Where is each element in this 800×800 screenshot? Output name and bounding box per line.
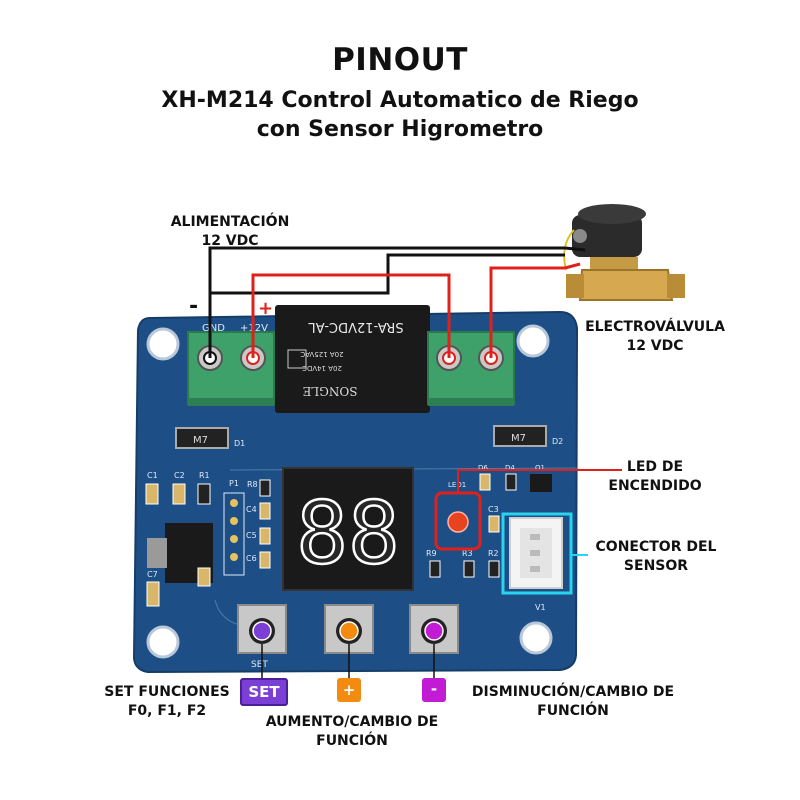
led-label-line2: ENCENDIDO <box>608 478 702 494</box>
relay-spec2: 20A 14VDC <box>302 364 342 372</box>
minus-label-line1: DISMINUCIÓN/CAMBIO DE <box>471 684 675 700</box>
silk-v1: V1 <box>535 603 546 612</box>
sensor-label-line2: SENSOR <box>623 558 689 574</box>
minus-label: DISMINUCIÓN/CAMBIO DE FUNCIÓN <box>458 683 688 721</box>
sensor-label: CONECTOR DEL SENSOR <box>586 538 726 576</box>
diode-d2-label: M7 <box>511 433 526 444</box>
silk-r1: R1 <box>199 471 210 480</box>
power-label-line2: 12 VDC <box>201 233 259 249</box>
silk-r9: R9 <box>426 549 437 558</box>
minus-label-line2: FUNCIÓN <box>537 703 609 719</box>
svg-text:D4: D4 <box>505 464 515 472</box>
relay <box>275 305 430 413</box>
silk-r8: R8 <box>247 480 258 489</box>
valve-label-line1: ELECTROVÁLVULA <box>585 319 725 335</box>
led-label: LED DE ENCENDIDO <box>600 458 710 496</box>
silk-r3: R3 <box>462 549 473 558</box>
valve-label-line2: 12 VDC <box>626 338 684 354</box>
positive-sign: + <box>258 298 273 319</box>
mounting-hole <box>516 324 550 358</box>
svg-text:D6: D6 <box>478 464 488 472</box>
relay-spec1: 20A 125VAC <box>300 350 343 358</box>
minus-badge: - <box>422 678 446 702</box>
mounting-hole <box>146 327 180 361</box>
silk-gnd: GND <box>202 323 225 334</box>
plus-label-line1: AUMENTO/CAMBIO DE <box>265 714 439 730</box>
set-label-line2: F0, F1, F2 <box>127 703 207 719</box>
power-led <box>447 511 469 533</box>
display-digits: 88 <box>296 484 400 584</box>
plus-label-line2: FUNCIÓN <box>316 733 388 749</box>
wire-gnd <box>208 246 565 358</box>
silk-d1: D1 <box>234 439 245 448</box>
valve-label: ELECTROVÁLVULA 12 VDC <box>570 318 740 356</box>
silk-c7: C7 <box>147 570 158 579</box>
minus-pushbutton[interactable] <box>409 604 459 654</box>
plus-label: AUMENTO/CAMBIO DE FUNCIÓN <box>252 713 452 751</box>
negative-sign: - <box>189 294 198 319</box>
plus-badge: + <box>337 678 361 702</box>
set-pushbutton[interactable] <box>237 604 287 654</box>
silk-c1: C1 <box>147 471 158 480</box>
page-subtitle-line1: XH-M214 Control Automatico de Riego <box>161 88 639 113</box>
seven-segment-display <box>282 467 414 591</box>
silk-c5: C5 <box>246 531 257 540</box>
silk-r2: R2 <box>488 549 499 558</box>
silk-c2: C2 <box>174 471 185 480</box>
diode-d1-label: M7 <box>193 435 208 446</box>
diode-d2 <box>493 425 547 447</box>
silk-p1: P1 <box>229 479 239 488</box>
silk-d2: D2 <box>552 437 563 446</box>
silk-c4: C4 <box>246 505 257 514</box>
sensor-highlight-box <box>501 512 573 595</box>
diode-d1 <box>175 427 229 449</box>
power-label-line1: ALIMENTACIÓN <box>170 214 290 230</box>
set-label: SET FUNCIONES F0, F1, F2 <box>96 683 238 721</box>
mounting-hole <box>146 625 180 659</box>
set-badge: SET <box>240 678 288 706</box>
set-label-line1: SET FUNCIONES <box>104 684 230 700</box>
wire-valve-positive <box>489 266 565 358</box>
led-label-line1: LED DE <box>626 459 684 475</box>
page-subtitle-line2: con Sensor Higrometro <box>256 117 544 142</box>
power-label: ALIMENTACIÓN 12 VDC <box>150 213 310 251</box>
page-title: PINOUT <box>332 42 468 78</box>
sensor-label-line1: CONECTOR DEL <box>595 539 717 555</box>
silk-c6: C6 <box>246 554 257 563</box>
mounting-hole <box>519 621 553 655</box>
silk-c3: C3 <box>488 505 499 514</box>
svg-text:Q1: Q1 <box>535 464 545 472</box>
p1-header <box>223 492 245 576</box>
silk-set: SET <box>251 660 268 670</box>
wire-v12 <box>251 273 451 358</box>
solenoid-valve <box>563 204 685 301</box>
relay-model-text: SRA-12VDC-AL <box>308 319 404 334</box>
relay-brand: SONGLE <box>303 384 358 398</box>
